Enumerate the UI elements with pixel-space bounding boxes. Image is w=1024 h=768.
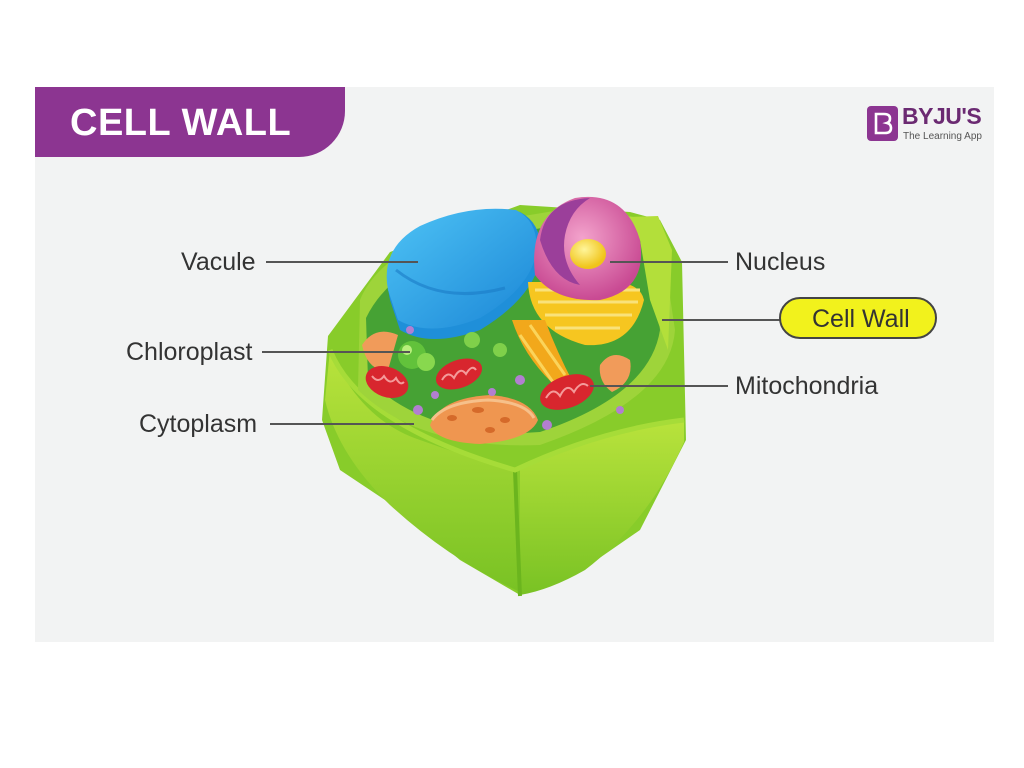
- vacuole-shape: [386, 208, 541, 339]
- label-cytoplasm: Cytoplasm: [139, 410, 258, 438]
- brand-tagline: The Learning App: [903, 131, 982, 142]
- cell-wall-highlight-pill: [779, 297, 937, 339]
- label-cell-wall: Cell Wall: [812, 305, 910, 333]
- endoplasmic-shape: [362, 331, 631, 444]
- brand-name: BYJU'S: [902, 103, 982, 129]
- title-banner: [35, 87, 345, 157]
- leader-lines: [262, 261, 780, 425]
- page-title: CELL WALL: [70, 102, 292, 144]
- mitochondria-shape: [365, 358, 594, 410]
- label-nucleus: Nucleus: [735, 248, 826, 276]
- ribosome-dots: [406, 326, 624, 430]
- label-chloroplast: Chloroplast: [126, 338, 253, 366]
- byjus-logo-icon: [867, 106, 898, 141]
- nucleus-shape: [534, 196, 642, 301]
- label-vacule: Vacule: [181, 248, 256, 276]
- label-mitochondria: Mitochondria: [735, 372, 879, 400]
